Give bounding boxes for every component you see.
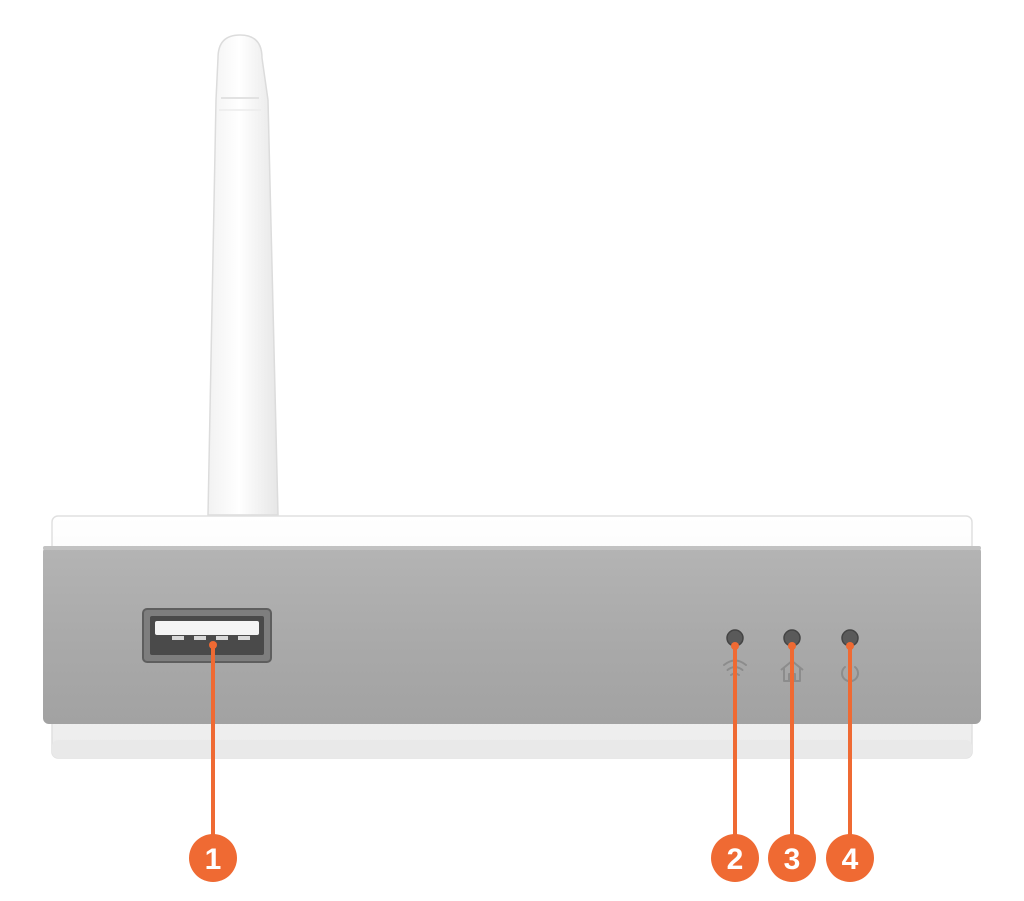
antenna <box>207 34 279 516</box>
callout-dots <box>209 641 854 650</box>
callout-badge-1: 1 <box>189 834 237 882</box>
callout-number-4: 4 <box>842 843 859 876</box>
usb-port-icon <box>142 608 272 663</box>
callout-badge-2: 2 <box>711 834 759 882</box>
callout-badge-4: 4 <box>826 834 874 882</box>
front-panel <box>43 546 981 724</box>
callout-number-2: 2 <box>727 843 744 876</box>
callout-badge-3: 3 <box>768 834 816 882</box>
callout-lines <box>211 643 852 842</box>
callout-number-3: 3 <box>784 843 801 876</box>
callout-number-1: 1 <box>205 843 222 876</box>
